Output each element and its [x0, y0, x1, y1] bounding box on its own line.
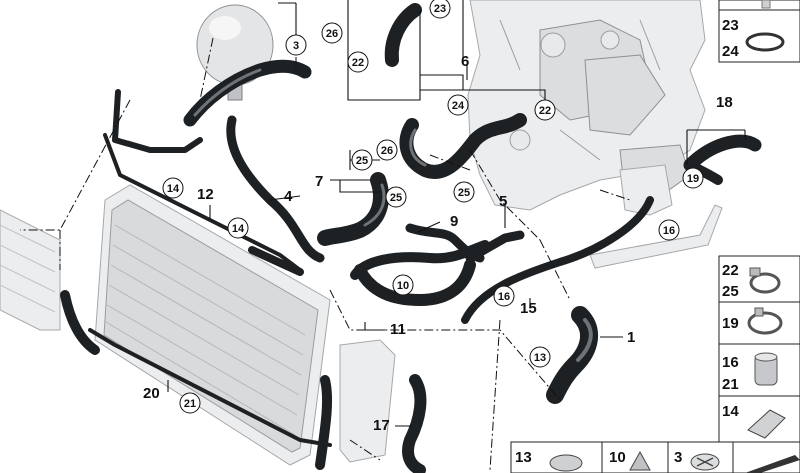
callout-12: 12 [197, 186, 214, 203]
svg-text:3: 3 [674, 449, 682, 466]
svg-text:13: 13 [534, 352, 546, 364]
svg-text:22: 22 [722, 262, 739, 279]
panel-22-25: 22 25 [718, 255, 800, 303]
circled-callouts: 3 23 26 22 24 22 26 25 25 25 14 14 10 16… [162, 0, 704, 414]
callout-7: 7 [315, 173, 323, 190]
svg-text:25: 25 [722, 283, 739, 300]
callout-circle-14a: 14 [162, 177, 184, 199]
condenser [0, 209, 61, 331]
svg-text:14: 14 [232, 223, 245, 235]
callout-9: 9 [450, 213, 458, 230]
svg-text:21: 21 [722, 376, 739, 393]
callout-17: 17 [373, 417, 390, 434]
panel-16-21: 16 21 [718, 343, 800, 397]
svg-text:22: 22 [352, 57, 364, 69]
callout-15: 15 [520, 300, 537, 317]
hoses [60, 3, 762, 473]
callout-20: 20 [143, 385, 160, 402]
callout-6: 6 [461, 53, 469, 70]
outline-pipe [589, 204, 723, 269]
svg-text:10: 10 [609, 449, 626, 466]
engine-block [467, 0, 706, 211]
svg-text:16: 16 [722, 354, 739, 371]
callout-circle-14b: 14 [227, 217, 249, 239]
svg-text:19: 19 [722, 315, 739, 332]
lower-expansion-tank [339, 339, 396, 463]
callout-circle-25b: 25 [385, 186, 407, 208]
callout-circle-26b: 26 [376, 139, 398, 161]
callout-circle-25c: 25 [453, 181, 475, 203]
callout-18: 18 [716, 94, 733, 111]
panel-23-24: 23 24 [718, 0, 800, 63]
svg-text:16: 16 [498, 291, 510, 303]
svg-text:25: 25 [390, 192, 402, 204]
svg-text:10: 10 [397, 280, 409, 292]
callout-circle-10: 10 [392, 274, 414, 296]
svg-text:19: 19 [687, 173, 699, 185]
svg-text:23: 23 [722, 17, 739, 34]
svg-text:26: 26 [381, 145, 393, 157]
callout-4: 4 [284, 188, 293, 205]
callout-circle-16b: 16 [658, 219, 680, 241]
callout-circle-23: 23 [429, 0, 451, 19]
callout-circle-21: 21 [179, 392, 201, 414]
callout-circle-22b: 22 [534, 99, 556, 121]
svg-text:24: 24 [452, 100, 465, 112]
part-panels-bottom: 13 10 3 [510, 441, 800, 473]
callout-11: 11 [390, 321, 406, 338]
callout-circle-22a: 22 [347, 51, 369, 73]
svg-text:24: 24 [722, 43, 739, 60]
svg-text:25: 25 [458, 187, 470, 199]
part-panels-right: 23 24 22 25 19 16 21 [718, 0, 800, 443]
thermostat-housing [619, 164, 673, 216]
svg-text:3: 3 [293, 40, 299, 52]
callout-circle-19: 19 [682, 167, 704, 189]
radiator [94, 184, 331, 466]
svg-text:25: 25 [356, 155, 368, 167]
leader-lines [20, 0, 746, 471]
svg-text:22: 22 [539, 105, 551, 117]
callout-circle-26a: 26 [321, 22, 343, 44]
panel-19: 19 [718, 301, 800, 345]
svg-text:16: 16 [663, 225, 675, 237]
callout-labels: 4 5 6 7 9 11 12 15 17 18 20 1 [143, 53, 733, 434]
callout-5: 5 [499, 193, 507, 210]
svg-text:13: 13 [515, 449, 532, 466]
svg-text:14: 14 [722, 403, 739, 420]
svg-text:14: 14 [167, 183, 180, 195]
callout-circle-3: 3 [285, 34, 307, 56]
callout-circle-16a: 16 [493, 285, 515, 307]
callout-circle-25a: 25 [351, 149, 373, 171]
panel-14: 14 [718, 395, 800, 443]
svg-text:26: 26 [326, 28, 338, 40]
svg-text:23: 23 [434, 3, 446, 15]
callout-1: 1 [627, 329, 635, 346]
callout-circle-24: 24 [447, 94, 469, 116]
svg-text:21: 21 [184, 398, 196, 410]
callout-circle-13: 13 [529, 346, 551, 368]
